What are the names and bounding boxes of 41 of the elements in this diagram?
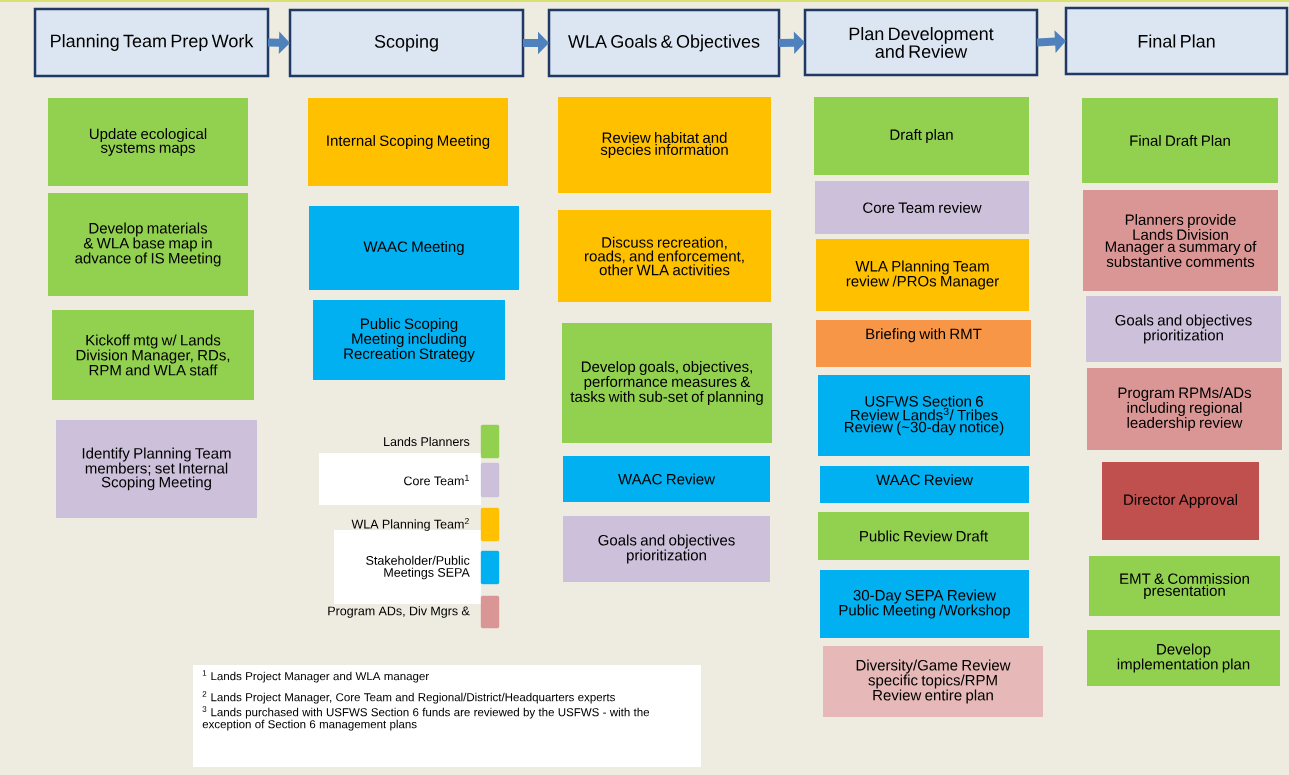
task-box: Kickoff mtg w/ Lands Division Manager, RDs, RPM and WLA staff: [52, 310, 254, 400]
stage-header-box: Final Plan: [1064, 6, 1289, 76]
task-box: Public Scoping Meeting including Recreation Strategy: [313, 300, 505, 380]
task-box: Discuss recreation, roads, and enforcement, other WLA activities: [558, 210, 771, 302]
task-box: WAAC Meeting: [309, 206, 519, 290]
task-box: Planners provide Lands Division Manager a summary of substantive comments: [1083, 190, 1278, 291]
task-box: Review habitat and species information: [558, 97, 771, 193]
task-box: Draft plan: [814, 97, 1029, 175]
footnote: $^{3}$ Lands purchased with USFWS Section 6 funds are reviewed by the USFWS - with the exception of Section 6 management plans: [202, 706, 650, 731]
task-box: WLA Planning Team review /PROs Manager: [816, 239, 1029, 311]
task-box: Internal Scoping Meeting: [308, 98, 508, 186]
task-box: Public Review Draft: [818, 512, 1029, 560]
task-box: Goals and objectives prioritization: [563, 516, 770, 582]
task-box: WAAC Review: [820, 466, 1029, 503]
task-box: Develop materials & WLA base map in advance of IS Meeting: [48, 193, 248, 296]
legend-label: Core Team$^{1}$: [404, 474, 469, 486]
task-box: Diversity/Game Review specific topics/RPM Review entire plan: [823, 646, 1043, 717]
task-box: Core Team review: [815, 181, 1029, 234]
task-box: Update ecological systems maps: [48, 98, 248, 186]
task-box: Director Approval: [1102, 462, 1259, 540]
legend-label: WLA Planning Team$^{2}$: [351, 517, 469, 531]
stage-header-box: Scoping: [288, 8, 525, 78]
stage-header-box: Planning Team Prep Work: [33, 7, 270, 78]
legend-label: Lands Planners: [384, 436, 470, 447]
task-box: WAAC Review: [563, 456, 770, 502]
task-box: Program RPMs/ADs including regional leadership review: [1087, 368, 1282, 450]
legend-label: Stakeholder/Public Meetings SEPA: [366, 555, 470, 580]
legend-label: Program ADs, Div Mgrs &: [328, 606, 470, 618]
task-box: Goals and objectives prioritization: [1086, 296, 1281, 362]
task-box: Develop goals, objectives, performance measures & tasks with sub-set of planning: [562, 323, 772, 443]
task-box: EMT & Commission presentation: [1089, 556, 1280, 616]
stage-header-box: WLA Goals & Objectives: [547, 8, 781, 78]
task-box: Develop implementation plan: [1087, 630, 1280, 686]
stage-header-box: Plan Development and Review: [803, 8, 1039, 77]
footnote: $^{2}$ Lands Project Manager, Core Team and Regional/District/Headquarters experts: [202, 691, 615, 704]
task-box: Final Draft Plan: [1082, 98, 1278, 183]
footnote: $^{1}$ Lands Project Manager and WLA manager: [202, 670, 429, 683]
task-box: USFWS Section 6 Review Lands$^{3}$/ Tribes Review (~30-day notice): [818, 375, 1030, 456]
task-box: 30-Day SEPA Review Public Meeting /Workshop: [820, 570, 1029, 638]
task-box: Identify Planning Team members; set Internal Scoping Meeting: [56, 420, 257, 518]
task-box: Briefing with RMT: [816, 320, 1031, 367]
